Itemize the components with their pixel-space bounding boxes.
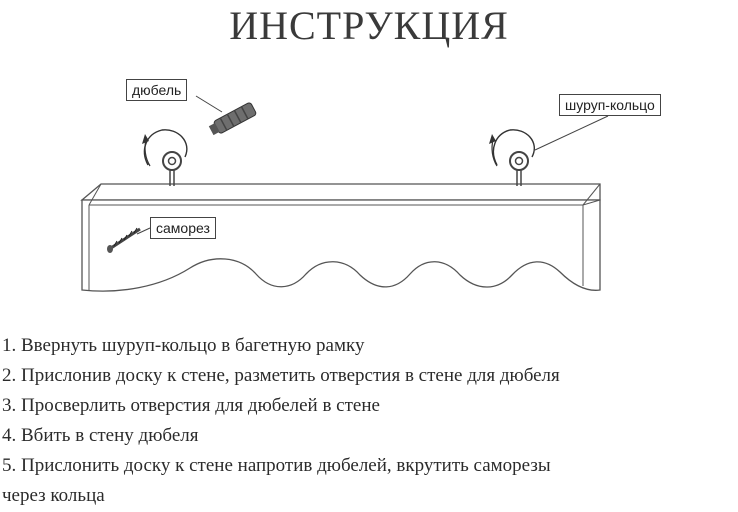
instruction-step-3: 3Просверлить отверстия для дюбелей в сте… [2, 391, 738, 421]
page-title: ИНСТРУКЦИЯ [229, 3, 509, 48]
ring-screw-left-icon [142, 129, 188, 186]
instruction-step-5-continued: через кольца [2, 485, 105, 506]
ring-screw-right-icon [489, 129, 535, 186]
baguette-front [81, 199, 601, 292]
instruction-step-1: 1Ввернуть шуруп-кольцо в багетную рамку [2, 331, 738, 361]
cornice-diagram [80, 95, 609, 292]
baguette-top-face [80, 183, 601, 201]
instruction-step-2: 2Прислонив доску к стене, разметить отве… [2, 361, 738, 391]
ring-screw-label: шуруп-кольцо [559, 94, 661, 116]
instruction-step-4: 4Вбить в стену дюбеля [2, 421, 738, 451]
dowel-leader [195, 95, 223, 113]
self-tapping-screw-label: саморез [150, 217, 216, 239]
instruction-list: 1Ввернуть шуруп-кольцо в багетную рамку … [2, 331, 738, 511]
dowel-icon [208, 102, 257, 136]
dowel-label: дюбель [126, 79, 188, 101]
self-tapping-screw-leader [136, 227, 151, 235]
self-tapping-screw-icon [107, 227, 141, 253]
instruction-step-5: 5Прислонить доску к стене напротив дюбел… [2, 451, 738, 481]
ring-screw-leader [534, 115, 609, 151]
